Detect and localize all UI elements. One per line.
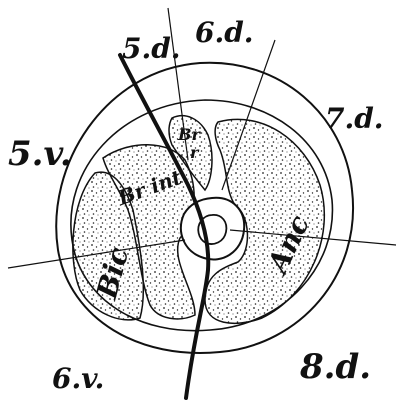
label-br-small: Br <box>177 125 202 144</box>
label-7d: 7.d. <box>325 102 384 135</box>
label-8d: 8.d. <box>299 347 371 387</box>
label-5d: 5.d. <box>122 32 181 65</box>
label-6d: 6.d. <box>195 16 254 49</box>
label-6v: 6.v. <box>52 362 104 395</box>
label-5v: 5.v. <box>8 134 72 174</box>
